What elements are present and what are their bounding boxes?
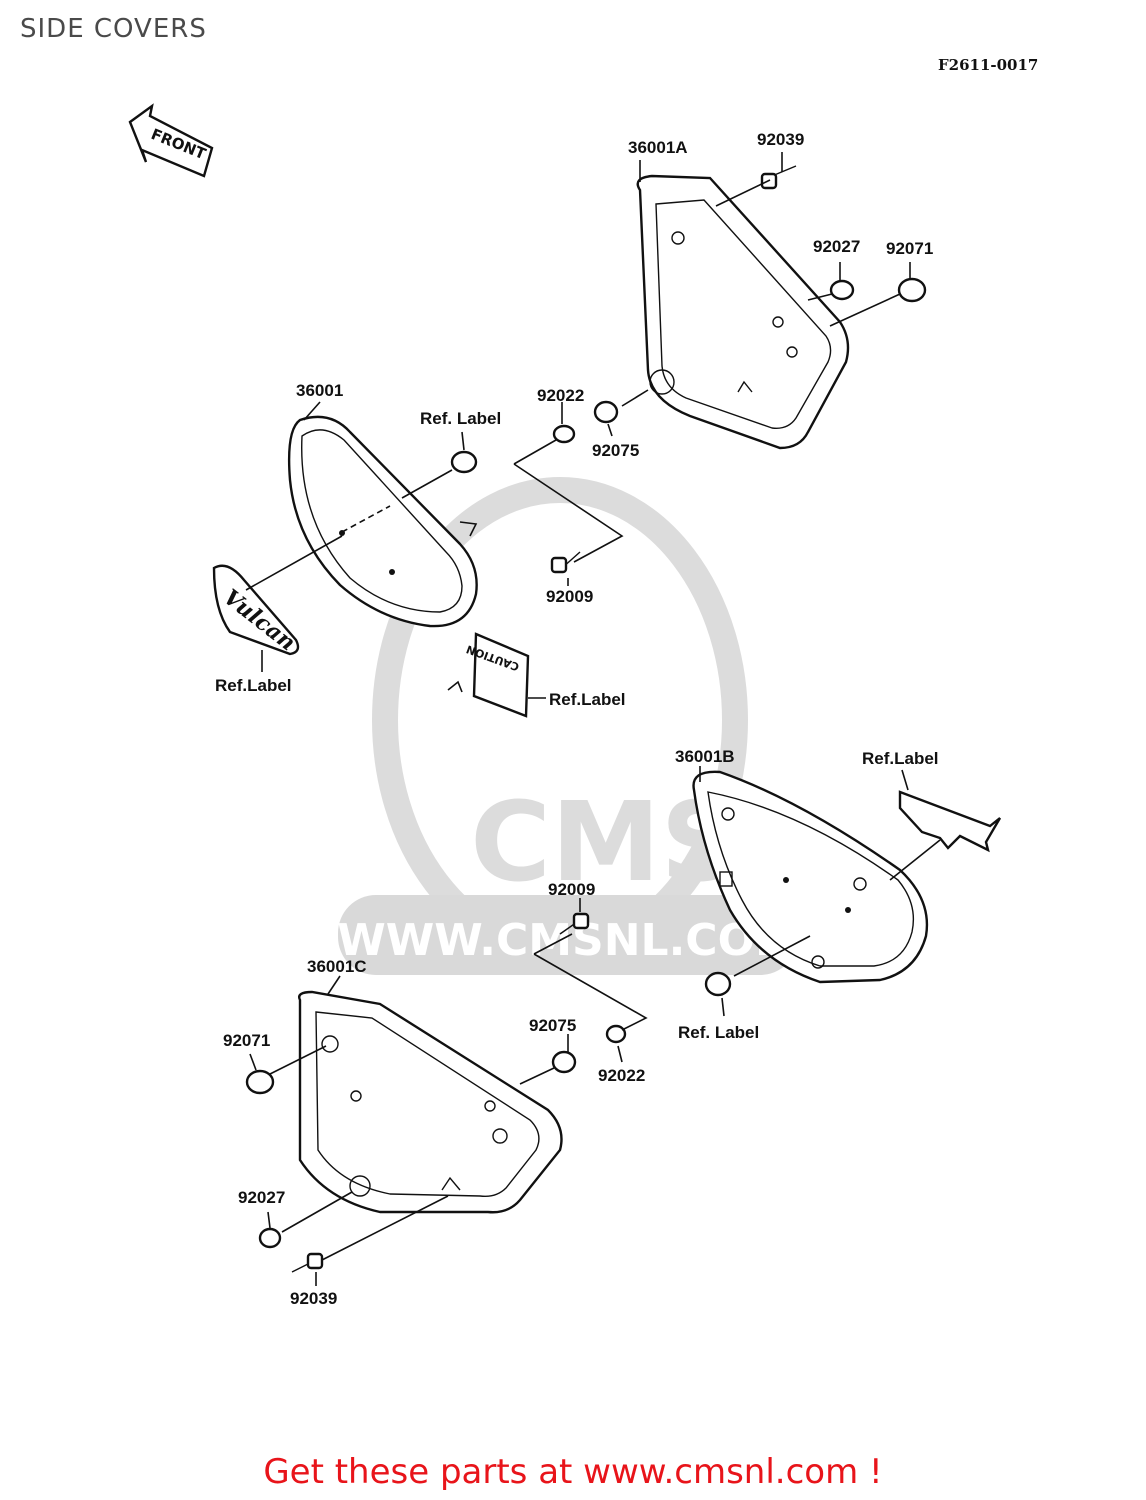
callouts: 36001A 92039 92027 92071 36001 Ref. Labe… — [215, 130, 939, 1308]
cover-36001B — [692, 770, 929, 984]
callout-92071-top: 92071 — [886, 239, 933, 258]
caution-label: CAUTION — [465, 632, 530, 718]
ref-label-strip — [898, 790, 1002, 853]
callout-36001B: 36001B — [675, 747, 735, 766]
callout-92071-bot: 92071 — [223, 1031, 270, 1050]
bolt-92009-mid — [572, 912, 590, 930]
leader-lines — [245, 152, 941, 1286]
watermark-banner — [338, 895, 798, 975]
washer-92022-bot — [605, 1024, 627, 1044]
front-arrow: FRONT — [128, 103, 214, 178]
watermark-url: WWW.CMSNL.COM — [337, 915, 799, 966]
callout-92039-bot: 92039 — [290, 1289, 337, 1308]
callout-92022-bot: 92022 — [598, 1066, 645, 1085]
callout-reflabel-bot: Ref. Label — [678, 1023, 759, 1042]
grommet-92071-top — [897, 277, 927, 303]
grommet-92071-bot — [245, 1069, 275, 1095]
callout-36001: 36001 — [296, 381, 343, 400]
grommet-ref-bot — [704, 971, 732, 997]
hardware — [245, 165, 927, 1273]
bolt-92039-bot — [306, 1252, 324, 1270]
callout-36001C: 36001C — [307, 957, 367, 976]
grommet-92075-top — [593, 400, 619, 424]
diagram-code: F2611-0017 — [938, 56, 1039, 74]
callout-36001A: 36001A — [628, 138, 688, 157]
cover-36001A — [636, 174, 850, 450]
callout-reflabel-top: Ref. Label — [420, 409, 501, 428]
callout-92027-bot: 92027 — [238, 1188, 285, 1207]
callout-reflabel-right: Ref.Label — [862, 749, 939, 768]
cover-36001C — [298, 990, 563, 1214]
grommet-ref-top — [450, 450, 478, 474]
callout-92075-bot: 92075 — [529, 1016, 576, 1035]
grommet-92075-bot — [551, 1050, 577, 1074]
footer-link[interactable]: Get these parts at www.cmsnl.com ! — [263, 1452, 883, 1492]
front-arrow-icon — [128, 103, 214, 178]
callout-92039-top: 92039 — [757, 130, 804, 149]
callout-92075-top: 92075 — [592, 441, 639, 460]
callout-92022-top: 92022 — [537, 386, 584, 405]
washer-92022-top — [552, 424, 576, 444]
callout-reflabel-caution: Ref.Label — [549, 690, 626, 709]
callout-92027-top: 92027 — [813, 237, 860, 256]
grommet-92027-bot — [258, 1227, 282, 1249]
page-title: SIDE COVERS — [20, 14, 207, 44]
cover-36001 — [287, 415, 478, 628]
callout-92009-mid: 92009 — [548, 880, 595, 899]
vulcan-emblem: Vulcan — [212, 564, 300, 656]
callout-92009-top: 92009 — [546, 587, 593, 606]
callout-reflabel-left: Ref.Label — [215, 676, 292, 695]
bolt-92009-top — [550, 556, 568, 574]
grommet-92027-top — [829, 279, 855, 301]
